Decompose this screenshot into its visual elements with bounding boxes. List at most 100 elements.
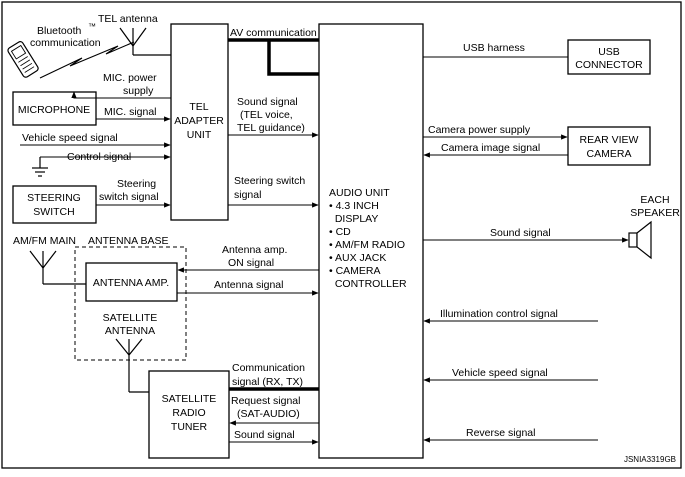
steering-switch-line-1: STEERING xyxy=(27,192,81,204)
sound-signal-speaker-label: Sound signal xyxy=(490,227,551,239)
am-fm-main-label: AM/FM MAIN xyxy=(13,235,76,247)
sound-signal-tuner-label: Sound signal xyxy=(234,429,295,441)
steering-switch-block: STEERING SWITCH xyxy=(12,185,97,224)
sound-signal-tel-label-3: TEL guidance) xyxy=(237,122,305,134)
sound-signal-tel-line: Sound signal (TEL voice, TEL guidance) xyxy=(228,96,319,138)
reverse-signal-label: Reverse signal xyxy=(466,427,535,439)
bluetooth-zigzag-icon: Bluetooth ™ communication xyxy=(30,22,135,79)
camera-line-1: REAR VIEW xyxy=(580,134,639,146)
usb-connector-block: USB CONNECTOR xyxy=(567,39,651,75)
bluetooth-label-1: Bluetooth xyxy=(37,25,82,37)
camera-power-label: Camera power supply xyxy=(428,124,531,136)
antenna-signal-line: Antenna signal xyxy=(177,279,319,296)
tuner-line-3: TUNER xyxy=(171,421,208,433)
communication-label-2: signal (RX, TX) xyxy=(232,376,303,388)
audio-feature-1: • 4.3 INCH xyxy=(329,200,379,212)
control-signal-line: Control signal xyxy=(40,151,171,163)
satellite-antenna-label-1: SATELLITE xyxy=(103,312,158,324)
tel-adapter-line-1: TEL xyxy=(189,101,208,113)
illumination-control-line: Illumination control signal xyxy=(423,308,598,324)
communication-label-1: Communication xyxy=(232,362,305,374)
av-communication-bus: AV communication xyxy=(228,27,319,76)
sound-signal-tuner-line: Sound signal xyxy=(229,429,319,445)
usb-connector-line-1: USB xyxy=(598,46,620,58)
bluetooth-tm: ™ xyxy=(88,22,96,31)
bluetooth-label-2: communication xyxy=(30,37,101,49)
sound-signal-speaker-line: Sound signal xyxy=(423,227,629,243)
audio-unit-title: AUDIO UNIT xyxy=(329,187,390,199)
vehicle-speed-right-label: Vehicle speed signal xyxy=(452,367,548,379)
camera-image-signal-line: Camera image signal xyxy=(423,142,568,158)
speaker-icon: EACH SPEAKER xyxy=(628,194,680,260)
satellite-radio-tuner-block: SATELLITE RADIO TUNER xyxy=(148,370,230,459)
audio-feature-7: CONTROLLER xyxy=(329,278,407,290)
communication-rx-tx-bus: Communication signal (RX, TX) xyxy=(229,362,319,391)
antenna-base-group: ANTENNA BASE xyxy=(74,235,187,361)
usb-connector-line-2: CONNECTOR xyxy=(575,59,643,71)
audio-feature-6: • CAMERA xyxy=(329,265,381,277)
steering-switch-signal-left-line: Steering switch signal xyxy=(96,178,171,208)
sound-signal-tel-label-1: Sound signal xyxy=(237,96,298,108)
tel-adapter-unit-block: TEL ADAPTER UNIT xyxy=(170,23,229,221)
vehicle-speed-left-line: Vehicle speed signal xyxy=(20,132,171,148)
mic-power-label-2: supply xyxy=(123,85,154,97)
microphone-block: MICROPHONE xyxy=(12,91,97,126)
each-speaker-label-2: SPEAKER xyxy=(630,207,680,219)
camera-power-supply-line: Camera power supply xyxy=(423,124,568,140)
antenna-amp-on-label-1: Antenna amp. xyxy=(222,244,287,256)
av-communication-label: AV communication xyxy=(230,27,317,39)
usb-harness-line: USB harness xyxy=(423,42,568,58)
steering-right-label-2: signal xyxy=(234,189,261,201)
microphone-label: MICROPHONE xyxy=(18,104,90,116)
usb-harness-label: USB harness xyxy=(463,42,525,54)
rear-view-camera-block: REAR VIEW CAMERA xyxy=(567,126,651,166)
mic-power-label-1: MIC. power xyxy=(103,72,157,84)
antenna-base-label: ANTENNA BASE xyxy=(88,235,169,247)
diagram-frame xyxy=(1,1,682,469)
audio-unit-block: AUDIO UNIT • 4.3 INCH DISPLAY • CD • AM/… xyxy=(318,23,424,459)
mic-power-supply-line: MIC. power supply xyxy=(71,72,171,99)
steering-left-label-2: switch signal xyxy=(99,191,159,203)
antenna-amp-on-line: Antenna amp. ON signal xyxy=(177,244,319,273)
vehicle-speed-right-line: Vehicle speed signal xyxy=(423,367,598,383)
tel-adapter-line-3: UNIT xyxy=(187,129,212,141)
tel-antenna-label: TEL antenna xyxy=(98,13,158,25)
steering-switch-signal-right-line: Steering switch signal xyxy=(228,175,319,208)
steering-switch-line-2: SWITCH xyxy=(33,206,74,218)
camera-image-label: Camera image signal xyxy=(441,142,540,154)
satellite-antenna-label-2: ANTENNA xyxy=(105,325,155,337)
audio-feature-5: • AUX JACK xyxy=(329,252,386,264)
tel-adapter-line-2: ADAPTER xyxy=(174,115,224,127)
tuner-line-1: SATELLITE xyxy=(162,393,217,405)
vehicle-speed-left-label: Vehicle speed signal xyxy=(22,132,118,144)
mic-signal-label: MIC. signal xyxy=(104,106,157,118)
audio-feature-3: • CD xyxy=(329,226,351,238)
audio-feature-2: DISPLAY xyxy=(329,213,378,225)
audio-feature-4: • AM/FM RADIO xyxy=(329,239,405,251)
tel-antenna-icon: TEL antenna xyxy=(98,13,171,56)
sound-signal-tel-label-2: (TEL voice, xyxy=(240,109,293,121)
bluetooth-phone-icon xyxy=(7,41,39,78)
request-signal-label-1: Request signal xyxy=(231,395,300,407)
camera-line-2: CAMERA xyxy=(587,148,632,160)
tuner-line-2: RADIO xyxy=(172,407,205,419)
steering-left-label-1: Steering xyxy=(117,178,156,190)
antenna-amp-on-label-2: ON signal xyxy=(228,257,274,269)
reverse-signal-line: Reverse signal xyxy=(423,427,598,443)
steering-right-label-1: Steering switch xyxy=(234,175,305,187)
antenna-signal-label: Antenna signal xyxy=(214,279,283,291)
request-signal-line: Request signal (SAT-AUDIO) xyxy=(229,395,319,426)
illumination-control-label: Illumination control signal xyxy=(440,308,558,320)
antenna-amp-label: ANTENNA AMP. xyxy=(93,277,169,289)
am-fm-antenna-icon: AM/FM MAIN xyxy=(13,235,86,285)
each-speaker-label-1: EACH xyxy=(640,194,669,206)
antenna-amp-block: ANTENNA AMP. xyxy=(85,262,178,302)
mic-signal-line: MIC. signal xyxy=(96,106,171,122)
satellite-antenna-icon: SATELLITE ANTENNA xyxy=(103,312,158,393)
figure-id: JSNIA3319GB xyxy=(624,455,676,464)
ground-symbol-icon xyxy=(32,157,48,177)
request-signal-label-2: (SAT-AUDIO) xyxy=(237,408,300,420)
control-signal-label: Control signal xyxy=(67,151,131,163)
